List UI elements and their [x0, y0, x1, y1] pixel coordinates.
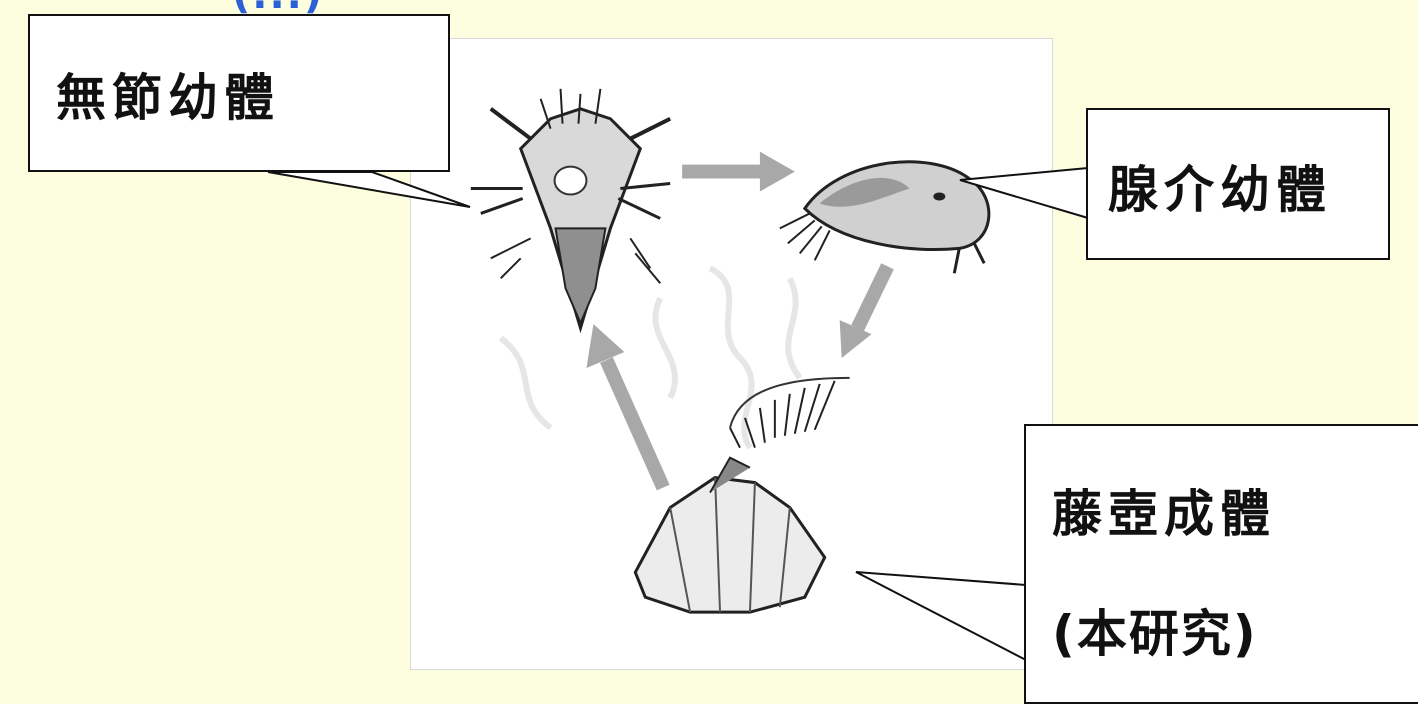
cyprid-label: 腺介幼體 — [1108, 150, 1388, 222]
nauplius-label: 無節幼體 — [56, 58, 448, 130]
arrow-cyprid-to-adult — [840, 266, 888, 358]
arrow-adult-to-nauplius — [586, 324, 663, 487]
life-cycle-illustration — [410, 38, 1053, 670]
adult-barnacle-label: 藤壺成體 — [1052, 474, 1418, 546]
adult-barnacle-drawing — [635, 378, 849, 612]
cyprid-label-box: 腺介幼體 — [1086, 108, 1390, 260]
cyprid-larva-drawing — [780, 162, 989, 274]
adult-barnacle-label-box: 藤壺成體 (本研究) — [1024, 424, 1418, 704]
slide: (...) — [0, 0, 1418, 681]
arrow-nauplius-to-cyprid — [682, 152, 795, 192]
nauplius-larva-drawing — [471, 89, 670, 328]
water-swirls — [501, 268, 800, 447]
nauplius-label-box: 無節幼體 — [28, 14, 450, 172]
this-study-label: (本研究) — [1052, 594, 1418, 666]
